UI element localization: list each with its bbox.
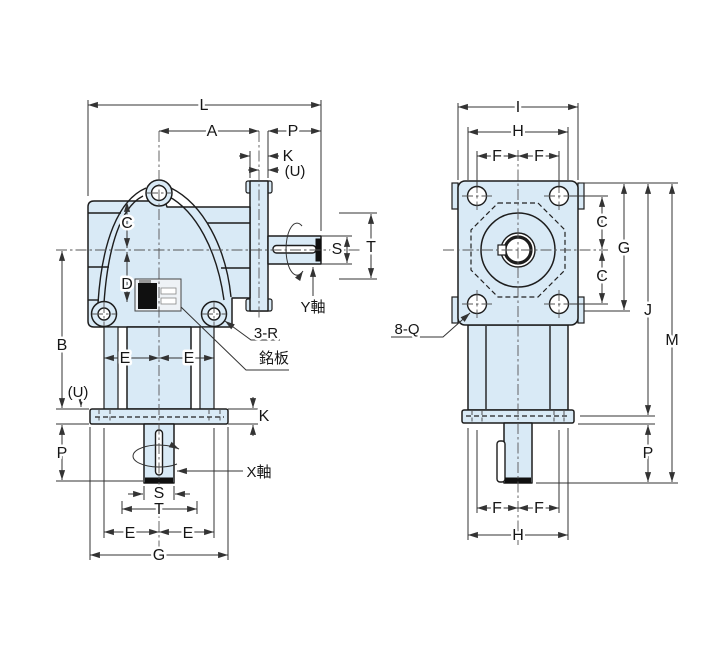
y-rotation-arrow — [285, 222, 304, 281]
dim-label-C: C — [121, 215, 133, 232]
dim-label-G-right: G — [618, 240, 630, 257]
dim-label-P-top: P — [288, 123, 299, 140]
dim-label-C-lower: C — [596, 268, 608, 285]
column-ribs — [485, 326, 551, 409]
dim-F-H-bottom — [467, 428, 569, 540]
dim-label-U-bottom: (U) — [68, 384, 89, 401]
dim-bottom-stack — [89, 427, 229, 560]
dim-label-S-bottom: S — [154, 485, 165, 502]
dim-label-S-side: S — [332, 241, 343, 258]
dim-label-I: I — [516, 99, 520, 116]
callout-mounting-holes: 8-Q — [394, 321, 419, 338]
dim-label-G: G — [153, 547, 165, 564]
dim-label-C-upper: C — [596, 214, 608, 231]
dim-label-F-top-right: F — [534, 148, 544, 165]
right-dimensions — [391, 103, 678, 540]
dim-label-E-bottom-left: E — [125, 525, 136, 542]
dim-K-U-top — [239, 151, 279, 178]
dim-label-F-top-left: F — [492, 148, 502, 165]
dim-label-L: L — [200, 97, 209, 114]
corner-bosses — [90, 300, 228, 328]
dim-L — [87, 100, 322, 231]
dim-label-K-top: K — [283, 148, 294, 165]
dim-label-F-bottom-left: F — [492, 500, 502, 517]
dim-label-T-side: T — [366, 239, 376, 256]
dim-label-E-leg-right: E — [184, 350, 195, 367]
dim-label-T-bottom: T — [154, 501, 164, 518]
dim-S-T-side — [321, 212, 377, 280]
right-centerlines — [443, 150, 608, 545]
dim-label-H-bottom: H — [512, 527, 524, 544]
bottom-flange-front-holes — [471, 411, 565, 422]
dim-label-A: A — [207, 123, 218, 140]
dim-B-U-P-left — [56, 251, 143, 482]
dim-label-P-bottom: P — [57, 445, 68, 462]
dim-label-P-right: P — [643, 445, 654, 462]
octagon-outline — [470, 202, 566, 298]
dim-right-stack — [536, 182, 678, 484]
dim-label-H-top: H — [512, 123, 524, 140]
nameplate-leader — [180, 306, 289, 371]
dim-I-H-F-top — [457, 103, 579, 188]
dim-label-J: J — [644, 302, 652, 319]
dim-K-bottom — [228, 397, 258, 436]
dim-label-B: B — [57, 337, 68, 354]
nameplate — [134, 278, 182, 312]
callout-y-axis: Y軸 — [300, 299, 325, 316]
dim-label-F-bottom-right: F — [534, 500, 544, 517]
x-shaft-end — [145, 477, 173, 483]
left-view-side: L A P K (U) C D B E E (U) K P S T S T E … — [54, 95, 378, 567]
right-view-front: I H F F C C G J M P F F H 8-Q — [391, 97, 681, 547]
callout-x-axis: X軸 — [246, 464, 271, 481]
mounting-holes-leader — [391, 312, 471, 338]
left-centerlines — [56, 131, 360, 548]
dim-label-M: M — [665, 332, 678, 349]
dim-label-E-bottom-right: E — [183, 525, 194, 542]
dim-label-K-bottom: K — [259, 408, 270, 425]
dim-label-E-leg-left: E — [120, 350, 131, 367]
callout-nameplate: 銘板 — [259, 349, 289, 367]
bottom-flange-holes — [98, 410, 221, 423]
callout-corner-radius: 3-R — [254, 325, 278, 342]
dim-label-D: D — [121, 276, 133, 293]
x-shaft-front-end — [505, 477, 531, 483]
bell-rib-curves — [88, 187, 250, 304]
left-dimensions — [56, 100, 377, 560]
x-rotation-arrow — [132, 441, 180, 468]
dim-label-U-top: (U) — [285, 163, 306, 180]
x-shaft-key — [496, 440, 506, 483]
y-shaft-keyway — [272, 244, 317, 254]
corner-radius-leader — [224, 320, 280, 341]
